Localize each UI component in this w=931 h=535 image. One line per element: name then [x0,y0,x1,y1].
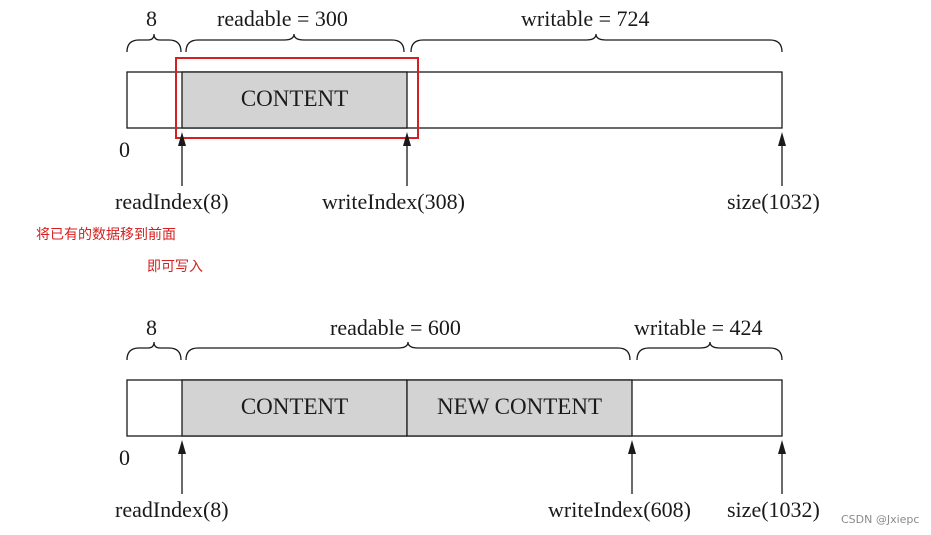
read-index-arrow-bottom [178,440,186,494]
new-content-block-bottom [406,379,633,437]
write-index-label-top: writeIndex(308) [322,189,465,214]
brace-readable-top [185,33,405,53]
read-index-label-top: readIndex(8) [115,189,229,214]
read-index-label-bottom: readIndex(8) [115,497,229,522]
brace-writable-bottom [636,341,783,361]
zero-label-bottom: 0 [119,445,130,470]
content-block-top [181,71,408,129]
brace-readable-bottom [185,341,631,361]
zero-label-top: 0 [119,137,130,162]
highlight-box [175,57,419,139]
content-text-top: CONTENT [240,86,349,111]
brace-prefix-bottom [126,341,182,361]
brace-writable-top [410,33,783,53]
annotation-line-1: 将已有的数据移到前面 [36,227,176,243]
watermark: CSDN @Jxiepc [841,513,920,526]
new-content-text-bottom: NEW CONTENT [436,394,603,419]
write-index-arrow-bottom [628,440,636,494]
readable-label-bottom: readable = 600 [330,315,461,340]
write-index-label-bottom: writeIndex(608) [548,497,691,522]
size-label-top: size(1032) [727,189,820,214]
size-arrow-bottom [778,440,786,494]
read-index-arrow-top [178,132,186,186]
prefix-size-label-top: 8 [146,6,157,31]
size-label-bottom: size(1032) [727,497,820,522]
size-arrow-top [778,132,786,186]
prefix-size-label-bottom: 8 [146,315,157,340]
writable-label-top: writable = 724 [521,6,650,31]
annotation-line-2: 即可写入 [147,259,203,275]
write-index-arrow-top [403,132,411,186]
writable-label-bottom: writable = 424 [634,315,763,340]
content-text-bottom: CONTENT [240,394,349,419]
readable-label-top: readable = 300 [217,6,348,31]
brace-prefix-top [126,33,182,53]
